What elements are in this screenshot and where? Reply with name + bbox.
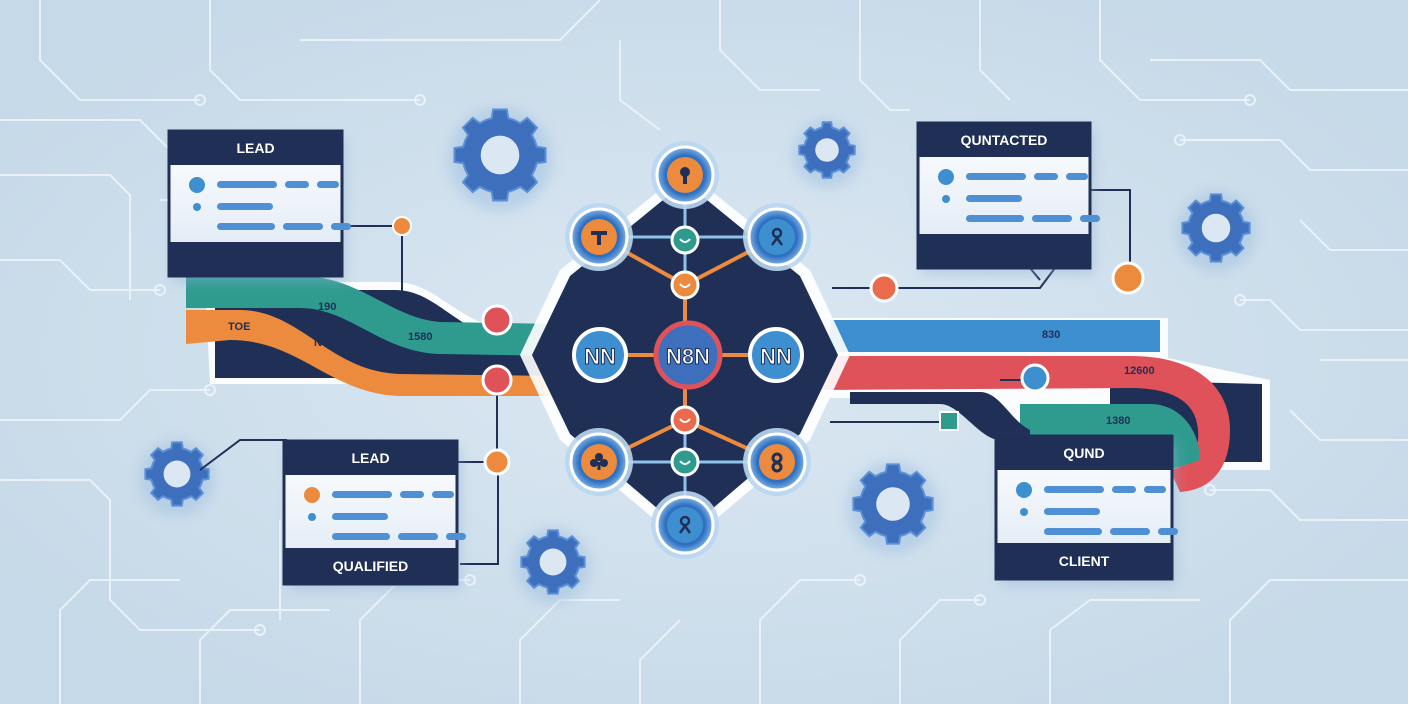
card-header-title: QUND xyxy=(1063,445,1104,461)
label-orange-left-b: NV xyxy=(314,337,330,349)
placeholder-text-line xyxy=(966,195,1022,202)
label-orange-left-a: TOE xyxy=(228,321,250,333)
avatar xyxy=(1016,482,1032,498)
hub-center-label: N8N xyxy=(666,344,710,369)
contacted-card[interactable]: QUNTACTED xyxy=(916,121,1100,274)
avatar xyxy=(189,177,205,193)
placeholder-text-line xyxy=(332,533,390,540)
placeholder-text-line xyxy=(1032,215,1072,222)
lead-card-top[interactable]: LEAD xyxy=(167,129,351,282)
person-node[interactable] xyxy=(743,203,811,271)
blue-flow-ribbon xyxy=(830,320,1160,352)
left-flow xyxy=(186,276,560,396)
placeholder-text-line xyxy=(217,223,275,230)
placeholder-text-line xyxy=(1080,215,1100,222)
hub-left-node[interactable] xyxy=(572,327,628,383)
label-blue-count: 830 xyxy=(1042,329,1060,341)
spoke-dot xyxy=(670,405,700,435)
label-teal-left: 190 xyxy=(318,301,336,313)
placeholder-text-line xyxy=(283,223,323,230)
placeholder-text-line xyxy=(966,215,1024,222)
figure-eight-icon xyxy=(771,452,783,473)
card-footer-title: CLIENT xyxy=(1059,553,1110,569)
spoke-dot xyxy=(670,270,700,300)
person-icon xyxy=(678,515,692,534)
label-orange-count: 100 xyxy=(412,365,430,377)
hub-right-label: NN xyxy=(760,344,792,369)
club-icon xyxy=(590,453,608,470)
workflow-hub: NN NN N8N xyxy=(520,141,850,559)
flow-labels: 190 TOE NV 1580 100 830 12600 1380 xyxy=(228,301,1155,427)
bottom-person-node[interactable] xyxy=(651,491,719,559)
figure-eight-node[interactable] xyxy=(743,428,811,496)
hub-left-label: NN xyxy=(584,344,616,369)
check-icon xyxy=(308,513,316,521)
gear-icon xyxy=(515,528,591,604)
gear-icon xyxy=(1176,192,1256,272)
avatar xyxy=(938,169,954,185)
orange-flow-ribbon xyxy=(186,310,560,396)
connector-dots xyxy=(392,216,1145,476)
placeholder-text-line xyxy=(446,533,466,540)
gear-icon xyxy=(793,120,861,188)
placeholder-text-line xyxy=(398,533,438,540)
placeholder-text-line xyxy=(285,181,309,188)
t-node[interactable] xyxy=(565,203,633,271)
placeholder-text-line xyxy=(1034,173,1058,180)
gear-icon xyxy=(139,440,215,516)
placeholder-text-line xyxy=(1158,528,1178,535)
qualified-card[interactable]: LEAD QUALIFIED xyxy=(282,439,466,590)
card-header-title: LEAD xyxy=(351,450,389,466)
spoke-dot xyxy=(670,225,700,255)
placeholder-text-line xyxy=(432,491,454,498)
avatar xyxy=(304,487,320,503)
placeholder-text-line xyxy=(1044,508,1100,515)
t-icon xyxy=(591,231,607,245)
placeholder-text-line xyxy=(1144,486,1166,493)
spoke-dot xyxy=(670,447,700,477)
keyhole-node[interactable] xyxy=(651,141,719,209)
placeholder-text-line xyxy=(331,223,351,230)
card-header-title: LEAD xyxy=(236,140,274,156)
club-node[interactable] xyxy=(565,428,633,496)
teal-flow-ribbon xyxy=(186,276,560,356)
hub-right-node[interactable] xyxy=(748,327,804,383)
placeholder-text-line xyxy=(1110,528,1150,535)
green-flow-ribbon xyxy=(1020,404,1200,470)
gear-icon xyxy=(448,107,552,211)
check-icon xyxy=(193,203,201,211)
person-icon xyxy=(770,227,784,246)
placeholder-text-line xyxy=(217,181,277,188)
placeholder-text-line xyxy=(332,513,388,520)
placeholder-text-line xyxy=(332,491,392,498)
gears-group xyxy=(139,107,1256,604)
placeholder-text-line xyxy=(966,173,1026,180)
placeholder-text-line xyxy=(317,181,339,188)
placeholder-text-line xyxy=(217,203,273,210)
card-footer-title: QUALIFIED xyxy=(333,558,408,574)
label-green-count: 1380 xyxy=(1106,415,1130,427)
placeholder-text-line xyxy=(1044,486,1104,493)
client-card[interactable]: QUND CLIENT xyxy=(994,434,1178,585)
check-icon xyxy=(1020,508,1028,516)
check-icon xyxy=(942,195,950,203)
navy-right-tail xyxy=(850,392,1030,440)
placeholder-text-line xyxy=(400,491,424,498)
placeholder-text-line xyxy=(1044,528,1102,535)
keyhole-icon xyxy=(680,167,690,184)
gear-icon xyxy=(847,462,939,554)
label-red-count: 12600 xyxy=(1124,365,1155,377)
label-teal-count: 1580 xyxy=(408,331,432,343)
hub-center-node[interactable] xyxy=(653,320,723,390)
placeholder-text-line xyxy=(1066,173,1088,180)
circuit-pads xyxy=(154,94,1256,636)
placeholder-text-line xyxy=(1112,486,1136,493)
card-header-title: QUNTACTED xyxy=(961,132,1048,148)
